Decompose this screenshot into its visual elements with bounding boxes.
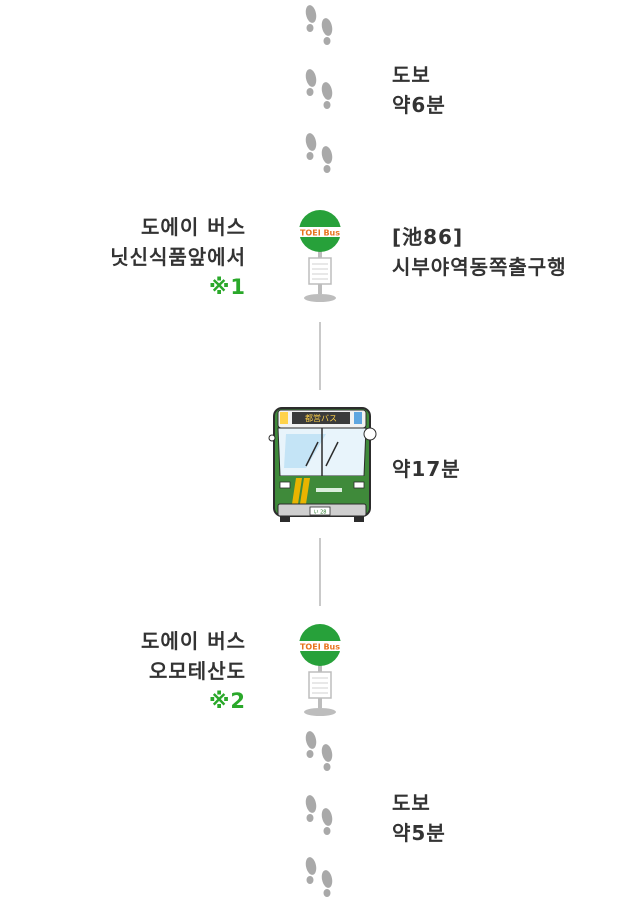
- bus-stop-sign-icon: TOEI Bus: [299, 210, 341, 302]
- bus-icon: 都営バス い 28: [268, 407, 377, 522]
- end-stop-note: ※2: [208, 689, 246, 713]
- end-stop-name: 오모테산도: [149, 659, 246, 683]
- end-stop-operator: 도에이 버스: [141, 629, 246, 653]
- footprints-icon: [304, 132, 334, 173]
- start-stop-operator: 도에이 버스: [141, 215, 246, 239]
- walk-start-mode: 도보: [392, 63, 431, 87]
- bus-destination-sign: 都営バス: [305, 413, 337, 423]
- walk-end-mode: 도보: [392, 791, 431, 815]
- footprints-icon: [304, 856, 334, 897]
- end-stop-label: 도에이 버스 오모테산도 ※2: [40, 626, 246, 716]
- walk-start-label: 도보 약6분: [392, 60, 446, 120]
- walk-end-label: 도보 약5분: [392, 788, 446, 848]
- bus-plate: い 28: [314, 510, 327, 516]
- start-sign-label: TOEI Bus: [300, 229, 340, 238]
- route-number: [池86]: [392, 225, 464, 249]
- end-sign-label: TOEI Bus: [300, 643, 340, 652]
- start-stop-note: ※1: [208, 275, 246, 299]
- start-stop-label: 도에이 버스 닛신식품앞에서 ※1: [40, 212, 246, 302]
- route-line: [319, 538, 321, 606]
- ride-time: 약17분: [392, 457, 461, 481]
- route-label: [池86] 시부야역동쪽출구행: [392, 222, 567, 282]
- footprints-icon: [304, 68, 334, 109]
- walk-end-time: 약5분: [392, 821, 446, 845]
- walk-start-time: 약6분: [392, 93, 446, 117]
- footprints-icon: [304, 4, 334, 46]
- start-stop-name: 닛신식품앞에서: [110, 245, 246, 269]
- footprints-icon: [304, 794, 334, 835]
- route-destination: 시부야역동쪽출구행: [392, 255, 567, 279]
- footprints-icon: [304, 730, 334, 771]
- bus-stop-sign-icon: TOEI Bus: [299, 624, 341, 716]
- route-line: [319, 322, 321, 390]
